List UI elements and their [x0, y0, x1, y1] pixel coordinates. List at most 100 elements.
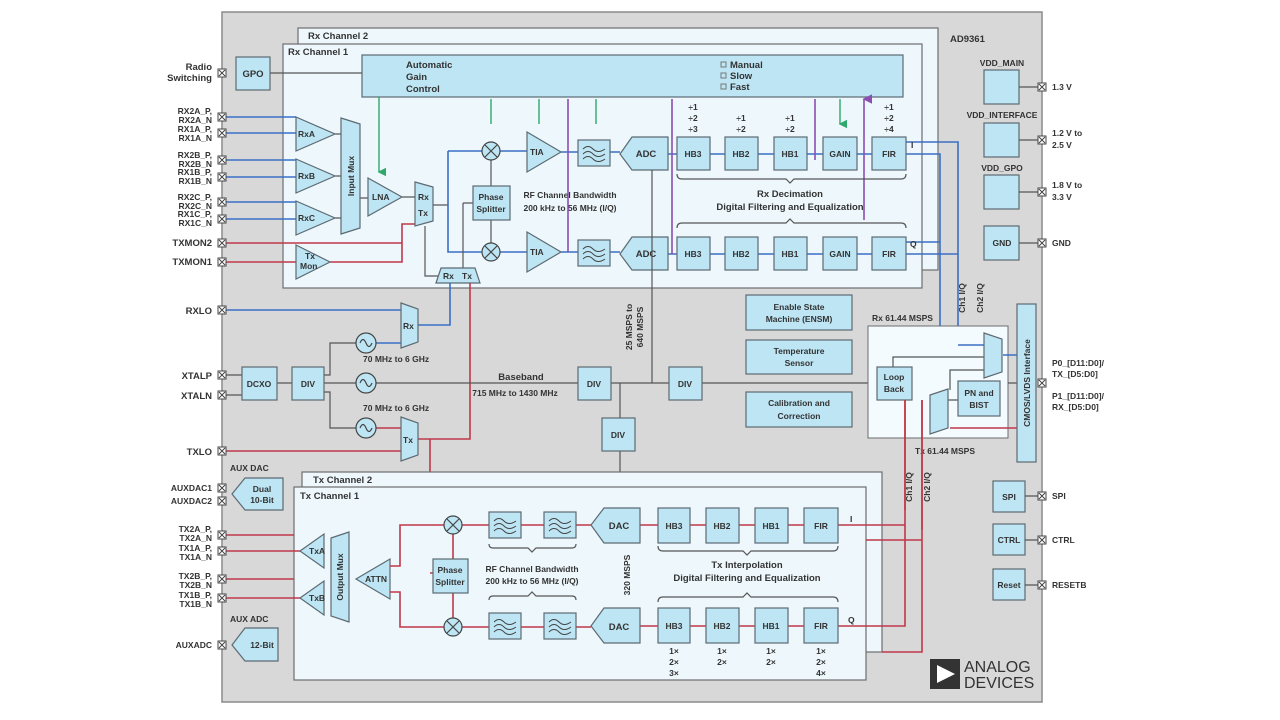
svg-text:2.5 V: 2.5 V — [1052, 140, 1072, 150]
svg-text:DIV: DIV — [301, 379, 316, 389]
svg-text:÷1: ÷1 — [884, 102, 894, 112]
txb-amp: TxB — [298, 579, 325, 617]
svg-text:Baseband: Baseband — [498, 372, 544, 383]
rx-lo-oscillator-icon — [355, 332, 377, 354]
svg-text:ADC: ADC — [636, 249, 657, 260]
svg-text:RF Channel Bandwidth: RF Channel Bandwidth — [523, 190, 616, 200]
svg-text:Reset: Reset — [997, 580, 1020, 590]
svg-text:AUXDAC2: AUXDAC2 — [171, 496, 212, 506]
tx-q-filter-1 — [488, 612, 522, 640]
svg-text:Splitter: Splitter — [435, 577, 465, 587]
svg-text:ANALOG: ANALOG — [964, 659, 1031, 676]
svg-text:2×: 2× — [717, 657, 727, 667]
svg-text:RX1A_N: RX1A_N — [178, 133, 212, 143]
svg-text:VDD_INTERFACE: VDD_INTERFACE — [967, 110, 1038, 120]
svg-text:HB1: HB1 — [781, 149, 798, 159]
svg-text:2×: 2× — [766, 657, 776, 667]
svg-text:Automatic: Automatic — [406, 60, 452, 71]
svg-text:RX1B_P,: RX1B_P, — [178, 167, 212, 177]
svg-text:RX_[D5:D0]: RX_[D5:D0] — [1052, 402, 1099, 412]
svg-text:HB1: HB1 — [781, 249, 798, 259]
svg-text:Splitter: Splitter — [476, 204, 506, 214]
svg-text:RX2C_P,: RX2C_P, — [178, 192, 212, 202]
svg-text:1×: 1× — [766, 646, 776, 656]
div-block-2: DIV — [577, 366, 612, 401]
svg-text:I: I — [911, 140, 913, 150]
rx-q-mixer — [481, 242, 501, 262]
svg-text:Sensor: Sensor — [785, 358, 815, 368]
svg-text:÷1: ÷1 — [688, 102, 698, 112]
svg-text:HB1: HB1 — [762, 621, 779, 631]
svg-text:200 kHz to 56 MHz (I/Q): 200 kHz to 56 MHz (I/Q) — [523, 203, 616, 213]
power-section: VDD_MAIN VDD_INTERFACE VDD_GPO GND 1.3 V… — [967, 58, 1082, 261]
svg-text:HB2: HB2 — [732, 149, 749, 159]
svg-text:320 MSPS: 320 MSPS — [622, 554, 632, 595]
svg-text:Output Mux: Output Mux — [335, 553, 345, 600]
svg-text:Ch2 I/Q: Ch2 I/Q — [922, 472, 932, 502]
svg-text:1×: 1× — [816, 646, 826, 656]
svg-text:Control: Control — [406, 84, 440, 95]
svg-text:Tx 61.44 MSPS: Tx 61.44 MSPS — [915, 446, 975, 456]
svg-text:÷2: ÷2 — [785, 124, 795, 134]
rxb-amp: RxB — [295, 158, 337, 194]
svg-text:HB3: HB3 — [665, 521, 682, 531]
xtaln-label: XTALN — [181, 391, 212, 402]
svg-text:AUX ADC: AUX ADC — [230, 614, 268, 624]
svg-text:FIR: FIR — [814, 621, 828, 631]
svg-text:200 kHz to 56 MHz (I/Q): 200 kHz to 56 MHz (I/Q) — [485, 576, 578, 586]
svg-text:DIV: DIV — [678, 379, 693, 389]
svg-text:FIR: FIR — [882, 249, 896, 259]
svg-text:Rx Decimation: Rx Decimation — [757, 189, 823, 200]
tx-i-chain: HB3 HB2 HB1 FIR — [657, 507, 839, 544]
svg-text:Temperature: Temperature — [774, 346, 825, 356]
svg-text:TX2B_N: TX2B_N — [179, 580, 212, 590]
svg-text:÷1: ÷1 — [785, 113, 795, 123]
svg-text:Phase: Phase — [478, 192, 503, 202]
txmon1-label: TXMON1 — [172, 257, 212, 268]
tx-q-filter-2 — [543, 612, 577, 640]
svg-text:Rx: Rx — [403, 321, 414, 331]
svg-text:CTRL: CTRL — [998, 535, 1021, 545]
div-block-1: DIV — [291, 366, 325, 401]
svg-text:Rx 61.44 MSPS: Rx 61.44 MSPS — [872, 313, 933, 323]
svg-text:GPO: GPO — [242, 69, 263, 80]
control-section: SPI CTRL Reset SPI CTRL RESETB — [992, 480, 1086, 601]
svg-text:TIA: TIA — [530, 147, 544, 157]
svg-text:Ch1 I/Q: Ch1 I/Q — [904, 472, 914, 502]
svg-text:Back: Back — [884, 384, 905, 394]
rx-decimation-ratios: ÷1÷2÷3 ÷1÷2 ÷1÷2 ÷1÷2÷4 — [688, 102, 894, 134]
svg-text:TX1B_P,: TX1B_P, — [179, 590, 212, 600]
svg-text:TxA: TxA — [309, 546, 325, 556]
svg-text:Switching: Switching — [167, 73, 212, 84]
rx-i-adc: ADC — [619, 136, 669, 171]
tx-i-filter-1 — [488, 511, 522, 539]
svg-text:DEVICES: DEVICES — [964, 675, 1034, 692]
svg-text:TX2A_P,: TX2A_P, — [179, 524, 212, 534]
div-block-4: DIV — [601, 417, 636, 452]
svg-text:RxB: RxB — [298, 171, 315, 181]
tx-lo-mux: Tx — [400, 416, 419, 462]
tx-i-dac: DAC — [590, 507, 641, 544]
svg-text:RX1C_N: RX1C_N — [178, 218, 212, 228]
svg-text:RX1C_P,: RX1C_P, — [178, 209, 212, 219]
lna: LNA — [367, 176, 404, 218]
svg-text:640 MSPS: 640 MSPS — [635, 306, 645, 347]
svg-text:Tx: Tx — [305, 251, 315, 261]
svg-text:÷3: ÷3 — [688, 124, 698, 134]
svg-text:FIR: FIR — [882, 149, 896, 159]
txmon2-label: TXMON2 — [172, 238, 212, 249]
svg-text:715 MHz to 1430 MHz: 715 MHz to 1430 MHz — [472, 388, 558, 398]
svg-text:I: I — [850, 514, 852, 524]
rx-q-filter — [577, 239, 611, 267]
svg-text:DIV: DIV — [611, 430, 626, 440]
svg-text:TX1A_N: TX1A_N — [179, 552, 212, 562]
svg-text:ATTN: ATTN — [365, 574, 387, 584]
svg-text:RF Channel Bandwidth: RF Channel Bandwidth — [485, 564, 578, 574]
svg-text:GAIN: GAIN — [829, 249, 850, 259]
svg-text:AUXDAC1: AUXDAC1 — [171, 483, 212, 493]
svg-text:Tx: Tx — [462, 271, 472, 281]
